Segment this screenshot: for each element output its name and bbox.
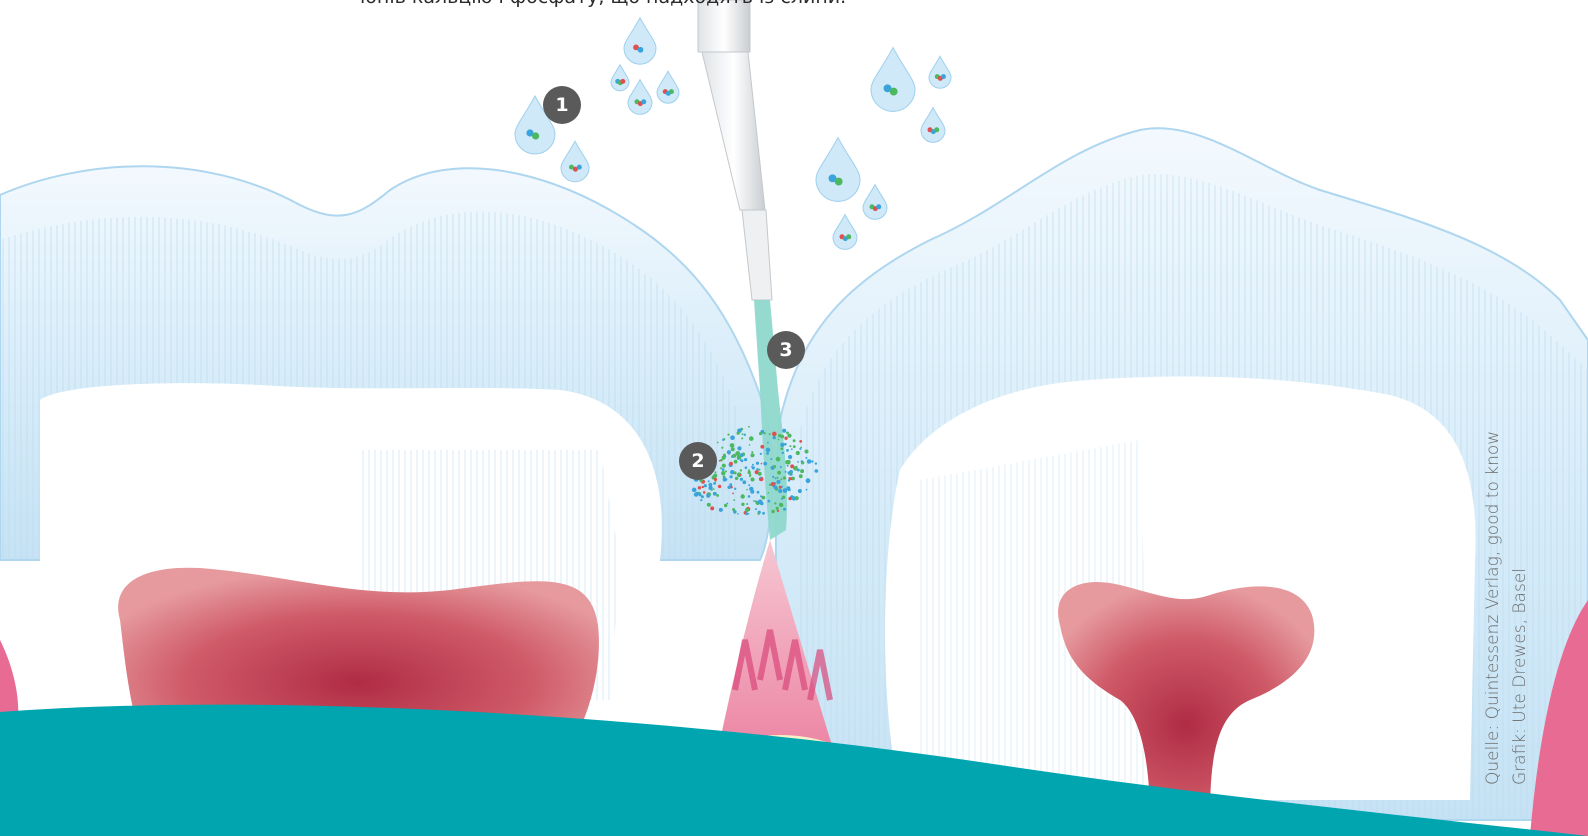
marker-3: 3 <box>767 331 805 369</box>
left-tooth <box>0 166 773 800</box>
image-credits: Quelle: Quintessenz Verlag, good to know… <box>1480 431 1534 785</box>
top-caption: іонів кальцію і фосфату, що надходять із… <box>360 0 1060 8</box>
nozzle-body <box>702 52 765 210</box>
saliva-droplet <box>816 138 860 202</box>
saliva-droplet <box>561 141 589 182</box>
right-tooth <box>776 128 1588 820</box>
nozzle-tip <box>742 210 772 300</box>
left-edge-gum <box>0 640 18 720</box>
saliva-droplet <box>929 56 951 88</box>
saliva-droplet <box>624 18 656 64</box>
saliva-droplet <box>863 185 887 220</box>
saliva-droplet <box>657 71 679 103</box>
credit-source: Quelle: Quintessenz Verlag, good to know <box>1480 431 1507 785</box>
saliva-droplet <box>611 65 629 91</box>
marker-2: 2 <box>679 442 717 480</box>
saliva-droplet <box>628 80 652 115</box>
saliva-droplet <box>921 108 945 143</box>
credit-graphic: Grafik: Ute Drewes, Basel <box>1507 431 1534 785</box>
saliva-droplet <box>833 215 857 250</box>
saliva-droplet <box>871 48 915 112</box>
marker-1: 1 <box>543 86 581 124</box>
